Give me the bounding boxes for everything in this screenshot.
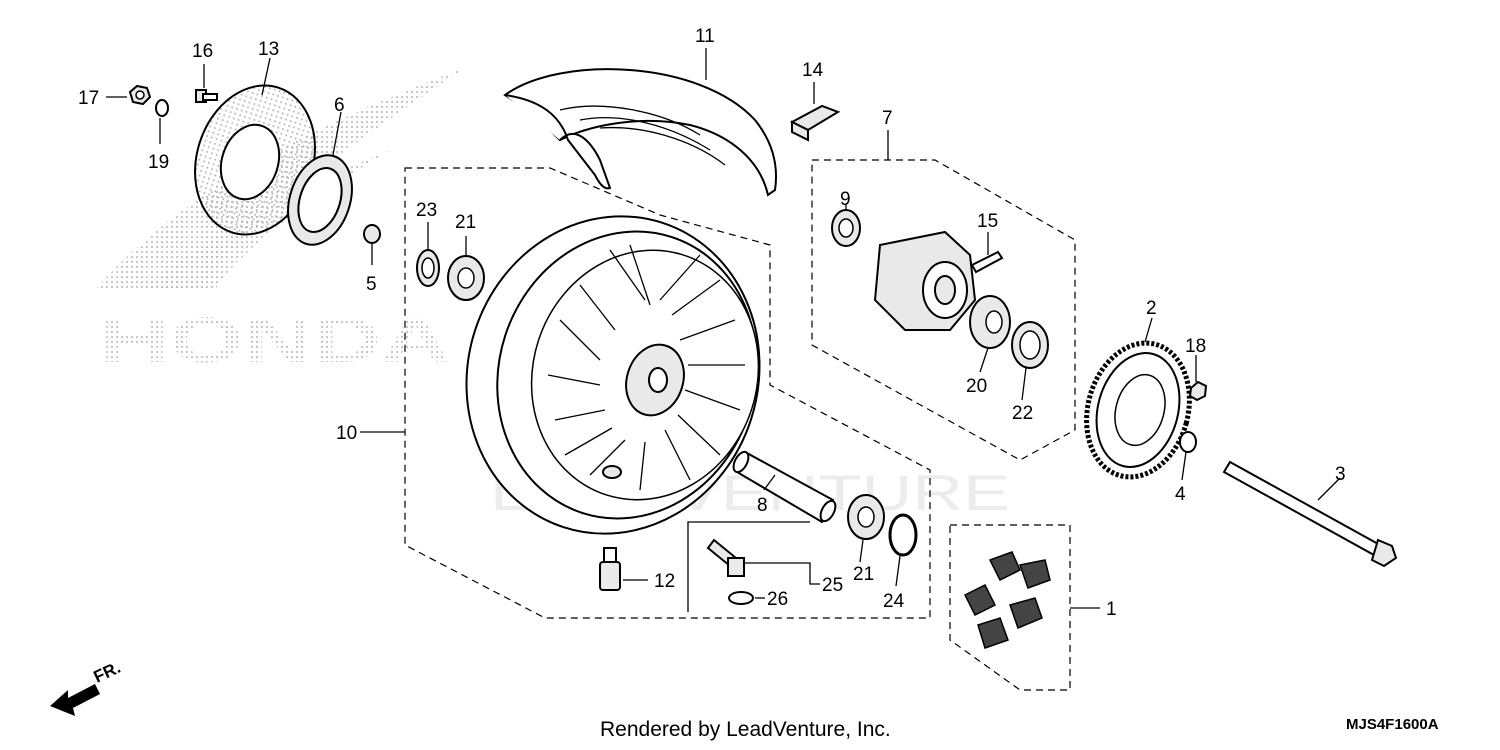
o-ring-24 xyxy=(888,513,918,557)
valve-o-ring xyxy=(728,591,754,605)
collar-5 xyxy=(363,224,381,244)
disc-spacer-plate xyxy=(287,154,353,246)
callout-21-left: 21 xyxy=(455,212,476,233)
front-direction-arrow: FR. xyxy=(50,658,124,716)
damper-assembly-boundary xyxy=(949,524,1071,691)
brake-disc xyxy=(194,84,316,236)
callout-18: 18 xyxy=(1185,336,1206,357)
tire-valve-angled xyxy=(706,538,745,577)
callout-10: 10 xyxy=(336,423,357,444)
rear-wheel xyxy=(465,215,761,535)
callout-26: 26 xyxy=(767,589,788,610)
callout-15: 15 xyxy=(977,211,998,232)
callout-12: 12 xyxy=(654,571,675,592)
callout-23: 23 xyxy=(416,200,437,221)
oil-seal-23 xyxy=(416,249,440,287)
bearing-21-right xyxy=(847,494,885,540)
callout-9: 9 xyxy=(840,189,851,210)
driven-sprocket xyxy=(1084,340,1192,480)
disc-washer xyxy=(155,99,169,117)
disc-nut xyxy=(128,84,152,106)
bearing-21-left xyxy=(447,255,485,301)
callout-3: 3 xyxy=(1335,464,1346,485)
rear-axle xyxy=(1222,460,1398,568)
bearing-20 xyxy=(969,295,1011,349)
axle-spacer xyxy=(732,450,837,524)
callout-4: 4 xyxy=(1175,484,1186,505)
callout-21-right: 21 xyxy=(853,564,874,585)
callout-25: 25 xyxy=(822,575,843,596)
callout-labels: 1 2 3 4 5 6 7 8 9 10 11 12 13 14 15 16 1… xyxy=(78,26,1346,620)
callout-8: 8 xyxy=(757,495,768,516)
callout-13: 13 xyxy=(258,39,279,60)
sprocket-nut xyxy=(1188,380,1208,402)
collar-9 xyxy=(831,209,861,247)
leader-lines xyxy=(106,48,1341,609)
sprocket-washer xyxy=(1179,431,1197,453)
credit-footer: Rendered by LeadVenture, Inc. xyxy=(600,718,891,741)
callout-7: 7 xyxy=(882,108,893,129)
front-direction-label: FR. xyxy=(91,658,124,687)
oil-seal-22 xyxy=(1011,321,1049,369)
honda-watermark-text: HONDA xyxy=(100,304,450,376)
valve-group-boundary xyxy=(687,521,810,612)
balance-weight-face xyxy=(791,120,809,142)
disc-bolt xyxy=(195,89,218,103)
hub-assembly-boundary xyxy=(811,159,1076,461)
callout-17: 17 xyxy=(78,88,99,109)
callout-22: 22 xyxy=(1012,403,1033,424)
wheel-assembly-boundary xyxy=(404,167,931,619)
callout-14: 14 xyxy=(802,60,824,81)
callout-1: 1 xyxy=(1106,599,1117,620)
callout-16: 16 xyxy=(192,41,213,62)
callout-5: 5 xyxy=(366,274,377,295)
wheel-damper-rubbers xyxy=(963,551,1051,649)
tire xyxy=(503,68,777,197)
callout-2: 2 xyxy=(1146,298,1157,319)
callout-6: 6 xyxy=(334,95,345,116)
final-driven-flange xyxy=(873,230,977,331)
callout-24: 24 xyxy=(883,591,905,612)
callout-20: 20 xyxy=(966,376,987,397)
tire-valve xyxy=(599,547,621,591)
callout-11: 11 xyxy=(695,26,715,47)
stud-15 xyxy=(970,250,1004,274)
diagram-code: MJS4F1600A xyxy=(1346,716,1439,733)
callout-19: 19 xyxy=(148,152,169,173)
